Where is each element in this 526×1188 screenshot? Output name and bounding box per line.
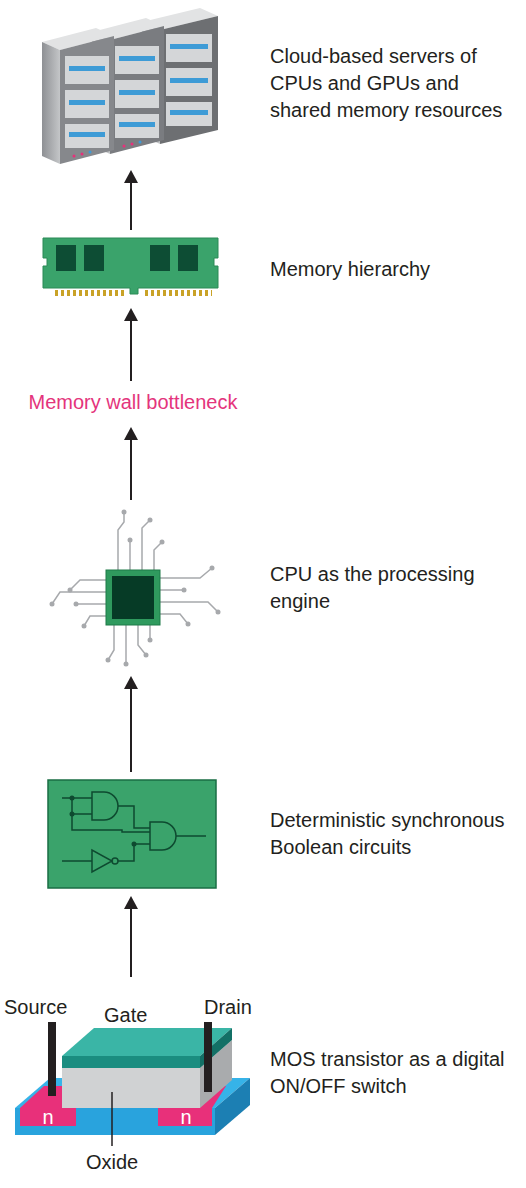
caption-text: MOS transistor as a digital ON/OFF switc…	[270, 1046, 520, 1100]
terminal-label: Gate	[104, 1004, 147, 1026]
memory-module	[43, 238, 218, 296]
bottleneck-note: Memory wall bottleneck	[6, 389, 260, 419]
terminal-label: Drain	[204, 996, 252, 1018]
region-label: n	[42, 1106, 53, 1128]
cpu-chip	[50, 510, 221, 667]
mos-transistor	[15, 1022, 250, 1146]
cpu-node: CPU as the processing engine	[40, 508, 520, 668]
caption-text: Deterministic synchronous Boolean circui…	[270, 807, 520, 861]
server-node: Cloud-based servers of CPUs and GPUs and…	[40, 4, 520, 162]
caption-text: Memory hierarchy	[270, 256, 520, 283]
logic-circuit	[48, 780, 216, 888]
flow-arrow	[124, 896, 138, 977]
warning-text: Memory wall bottleneck	[6, 389, 260, 415]
server-racks	[42, 8, 218, 164]
terminal-label: Source	[4, 996, 67, 1018]
flow-arrow	[124, 308, 138, 381]
logic-node: Deterministic synchronous Boolean circui…	[40, 780, 520, 888]
flow-arrow	[124, 170, 138, 230]
region-label: n	[180, 1106, 191, 1128]
layer-label: Oxide	[86, 1151, 138, 1173]
caption-text: CPU as the processing engine	[270, 561, 520, 615]
caption-text: Cloud-based servers of CPUs and GPUs and…	[270, 43, 520, 124]
flow-arrow	[124, 427, 138, 500]
flow-arrow	[124, 676, 138, 772]
memory-node: Memory hierarchy	[40, 238, 520, 300]
